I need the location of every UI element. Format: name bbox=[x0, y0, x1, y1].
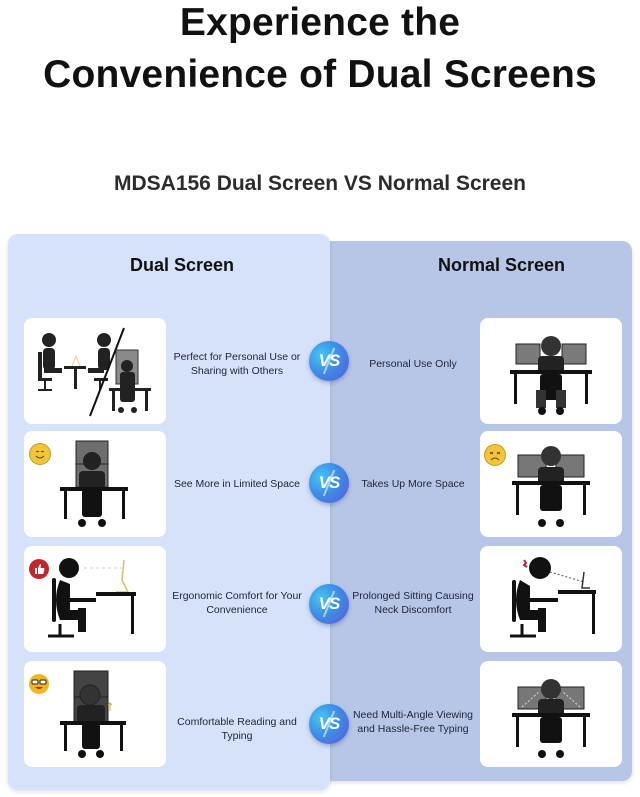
multi-angle-screens-illustration bbox=[480, 661, 622, 767]
vs-badge-3: VS bbox=[309, 584, 349, 624]
sharing-desk-illustration bbox=[24, 318, 166, 424]
smile-emoji-icon bbox=[29, 443, 51, 465]
neck-strain-illustration bbox=[480, 546, 622, 652]
vs-badge-2: VS bbox=[309, 463, 349, 503]
title-line-2: Convenience of Dual Screens bbox=[43, 53, 597, 96]
dual-feature-1: Perfect for Personal Use or Sharing with… bbox=[173, 351, 301, 377]
nerd-emoji-icon bbox=[29, 674, 49, 694]
single-user-desk-illustration bbox=[480, 318, 622, 424]
thumbs-up-badge-icon bbox=[29, 559, 49, 579]
normal-feature-2: Takes Up More Space bbox=[361, 478, 465, 490]
frown-emoji-icon bbox=[484, 444, 506, 466]
dual-feature-4: Comfortable Reading and Typing bbox=[177, 716, 297, 742]
comparison-subtitle: MDSA156 Dual Screen VS Normal Screen bbox=[113, 172, 526, 195]
vs-badge-1: VS bbox=[309, 341, 349, 381]
dual-feature-3: Ergonomic Comfort for Your Convenience bbox=[172, 590, 302, 616]
normal-screen-heading: Normal Screen bbox=[438, 255, 566, 275]
normal-feature-1: Personal Use Only bbox=[369, 358, 457, 370]
title-line-1: Experience the bbox=[179, 1, 461, 44]
normal-feature-3: Prolonged Sitting Causing Neck Discomfor… bbox=[352, 590, 474, 616]
normal-feature-4: Need Multi-Angle Viewing and Hassle-Free… bbox=[352, 709, 474, 735]
dual-feature-2: See More in Limited Space bbox=[173, 478, 301, 490]
dual-screen-heading: Dual Screen bbox=[130, 255, 235, 275]
vs-badge-4: VS bbox=[309, 704, 349, 744]
